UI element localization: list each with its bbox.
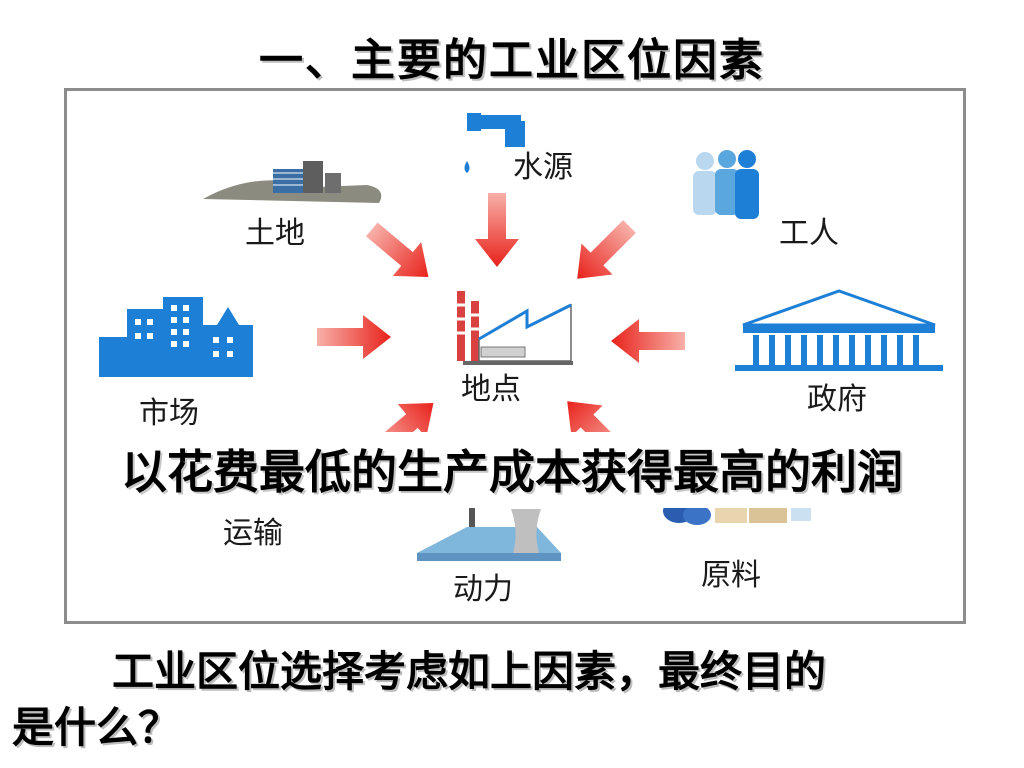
question-text: 工业区位选择考虑如上因素，最终目的 是什么？ <box>12 644 1012 756</box>
workers-icon <box>693 150 759 219</box>
label-land: 土地 <box>245 216 305 251</box>
label-power: 动力 <box>453 572 513 607</box>
arrow-from-water <box>475 193 519 267</box>
label-center-location: 地点 <box>461 372 521 407</box>
arrows <box>317 193 685 460</box>
water-tap-icon <box>464 113 525 173</box>
arrow-from-government <box>611 319 685 363</box>
label-market: 市场 <box>139 396 199 431</box>
label-government: 政府 <box>807 382 867 417</box>
arrow-from-land <box>365 222 429 277</box>
question-line-2: 是什么？ <box>12 703 181 752</box>
label-raw-materials: 原料 <box>701 558 761 593</box>
answer-banner-text: 以花费最低的生产成本获得最高的利润 <box>121 445 903 499</box>
factor-diagram: 水源 土地 工人 <box>64 88 966 624</box>
land-icon <box>203 161 382 203</box>
arrow-from-market <box>317 315 391 359</box>
label-transport: 运输 <box>223 516 283 551</box>
government-building-icon <box>735 289 943 371</box>
factory-icon <box>457 291 573 365</box>
question-line-1: 工业区位选择考虑如上因素，最终目的 <box>112 647 827 696</box>
label-water: 水源 <box>513 150 573 185</box>
market-city-icon <box>99 297 253 377</box>
slide-title: 一、主要的工业区位因素 <box>259 35 765 86</box>
answer-banner: 以花费最低的生产成本获得最高的利润 <box>70 432 954 508</box>
label-workers: 工人 <box>779 216 839 251</box>
factor-diagram-svg: 水源 土地 工人 <box>99 113 943 607</box>
power-plant-icon <box>417 503 561 561</box>
arrow-from-workers <box>577 220 636 279</box>
